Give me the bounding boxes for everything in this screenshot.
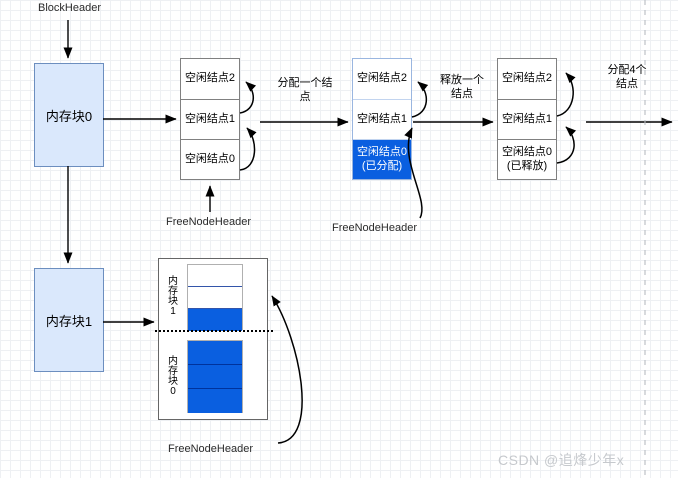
- cell-label: 空闲结点2: [356, 72, 408, 85]
- memory-block-0-label: 内存块0: [45, 108, 93, 124]
- memory-block-0[interactable]: 内存块0: [34, 63, 104, 167]
- arrow-list1-node1-to-node2: [239, 81, 257, 114]
- list-item[interactable]: 空闲结点1: [498, 99, 556, 140]
- free-node-list-after-allocate[interactable]: 空闲结点2 空闲结点1 空闲结点0 (已分配): [352, 58, 412, 180]
- cell-label: 空闲结点1: [184, 112, 236, 125]
- memory-cell-used[interactable]: [188, 389, 242, 413]
- list-item[interactable]: 空闲结点1: [181, 99, 239, 140]
- list-item-allocated[interactable]: 空闲结点0 (已分配): [353, 140, 411, 179]
- memory-map-upper-cells[interactable]: [187, 264, 243, 331]
- free-node-list-initial[interactable]: 空闲结点2 空闲结点1 空闲结点0: [180, 58, 240, 180]
- csdn-watermark: CSDN @追烽少年x: [498, 452, 625, 468]
- memory-map-divider: [155, 330, 273, 332]
- cell-label: 空闲结点0: [356, 146, 408, 159]
- list-item[interactable]: 空闲结点1: [353, 99, 411, 140]
- cell-label: 空闲结点0: [501, 146, 553, 159]
- cell-sublabel: (已分配): [361, 159, 403, 172]
- arrow-list3-node1-to-node2: [556, 72, 576, 117]
- memory-block-1-label: 内存块1: [45, 313, 93, 329]
- edge-label-line2: 点: [299, 90, 311, 103]
- edge-label-allocate-one: 分配一个结 点: [262, 77, 348, 105]
- list-item-released[interactable]: 空闲结点0 (已释放): [498, 140, 556, 179]
- arrow-freenodeheader3-to-memorymap: [271, 295, 303, 444]
- list-item[interactable]: 空闲结点2: [181, 59, 239, 100]
- free-node-header-label-1: FreeNodeHeader: [166, 216, 251, 228]
- arrow-list1-node0-to-node1: [239, 127, 257, 171]
- cell-label: 空闲结点0: [184, 152, 236, 165]
- cell-label: 空闲结点2: [501, 72, 553, 85]
- memory-cell-used[interactable]: [188, 341, 242, 365]
- cell-label: 空闲结点1: [356, 112, 408, 125]
- memory-map-box[interactable]: 内 存 块 1 内 存 块 0: [155, 258, 273, 420]
- free-node-list-after-free[interactable]: 空闲结点2 空闲结点1 空闲结点0 (已释放): [497, 58, 557, 180]
- memory-cell-used[interactable]: [188, 365, 242, 389]
- edge-label-line2: 结点: [616, 77, 638, 90]
- memory-block-1[interactable]: 内存块1: [34, 268, 104, 372]
- memory-cell-used[interactable]: [188, 309, 242, 331]
- edge-label-line1: 释放一个: [440, 74, 484, 86]
- cell-label: 空闲结点2: [184, 72, 236, 85]
- memory-cell-free[interactable]: [188, 287, 242, 309]
- list-item[interactable]: 空闲结点2: [353, 59, 411, 100]
- arrow-list3-node0-to-node1: [556, 126, 577, 164]
- memory-map-lower-cells[interactable]: [187, 340, 243, 413]
- memory-cell-free[interactable]: [188, 265, 242, 287]
- list-item[interactable]: 空闲结点2: [498, 59, 556, 100]
- cell-sublabel: (已释放): [506, 159, 548, 172]
- cell-label: 空闲结点1: [501, 112, 553, 125]
- free-node-header-label-3: FreeNodeHeader: [168, 443, 253, 455]
- edge-label-line1: 分配一个结: [277, 77, 333, 89]
- edge-label-line2: 结点: [451, 87, 473, 100]
- memory-map-upper-label: 内 存 块 1: [168, 276, 178, 317]
- free-node-header-label-2: FreeNodeHeader: [332, 222, 417, 234]
- memory-map-lower-label: 内 存 块 0: [168, 356, 178, 397]
- block-header-label: BlockHeader: [38, 2, 101, 14]
- edge-label-allocate-four: 分配4个 结点: [594, 64, 660, 92]
- list-item[interactable]: 空闲结点0: [181, 140, 239, 179]
- edge-label-line1: 分配4个: [607, 64, 647, 76]
- edge-label-free-one: 释放一个 结点: [425, 74, 499, 102]
